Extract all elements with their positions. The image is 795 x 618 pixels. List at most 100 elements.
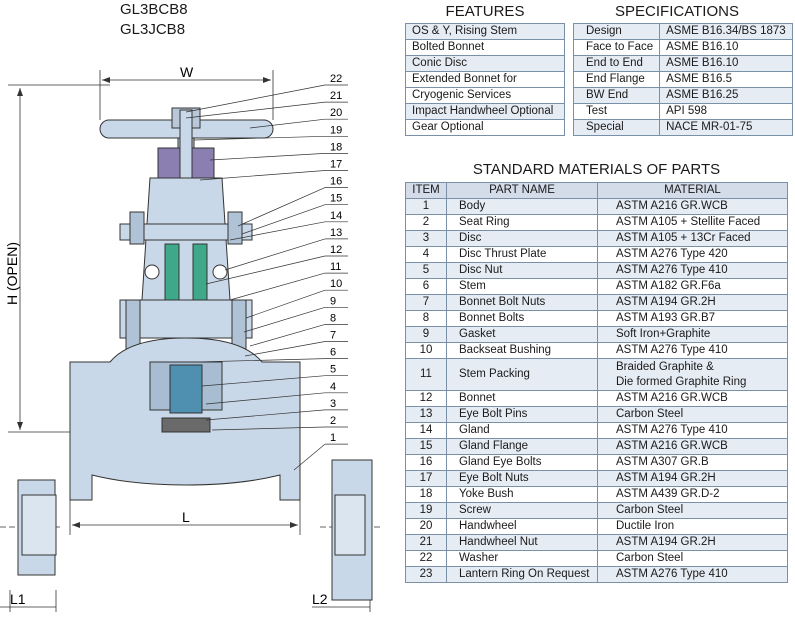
item-number: 21 — [405, 534, 447, 551]
callout-label: 3 — [330, 398, 336, 410]
part-name: Gasket — [446, 326, 598, 343]
material-line-2: Die formed Graphite Ring — [616, 375, 747, 388]
features-table: OS & Y, Rising Stem Bolted Bonnet Conic … — [405, 23, 565, 136]
item-number: 11 — [405, 358, 447, 391]
part-name: Screw — [446, 502, 598, 519]
valve-drawing: W H (OPEN) L L1 L2 — [0, 64, 380, 612]
feature-item: Bolted Bonnet — [405, 39, 565, 56]
callout-label: 19 — [330, 124, 342, 136]
item-number: 10 — [405, 342, 447, 359]
header-part-name: PART NAME — [446, 182, 598, 199]
part-name: Backseat Bushing — [446, 342, 598, 359]
callout-leader — [249, 118, 326, 129]
part-name: Gland Eye Bolts — [446, 454, 598, 471]
material: Braided Graphite & Die formed Graphite Ri… — [597, 358, 788, 391]
feature-item: Conic Disc — [405, 55, 565, 72]
item-number: 18 — [405, 486, 447, 503]
material: Carbon Steel — [597, 550, 788, 567]
callout-leader — [195, 358, 326, 363]
feature-item: Extended Bonnet for — [405, 71, 565, 88]
specifications-title: SPECIFICATIONS — [615, 3, 739, 20]
material: ASTM A193 GR.B7 — [597, 310, 788, 327]
material-line-1: Braided Graphite & — [616, 360, 714, 373]
material: ASTM A276 Type 410 — [597, 566, 788, 583]
material: ASTM A194 GR.2H — [597, 470, 788, 487]
callout-leader — [185, 84, 326, 113]
part-name: Bonnet Bolts — [446, 310, 598, 327]
item-number: 5 — [405, 262, 447, 279]
spec-value: NACE MR-01-75 — [659, 119, 793, 136]
material: ASTM A276 Type 410 — [597, 262, 788, 279]
callout-leader — [209, 153, 326, 161]
item-number: 8 — [405, 310, 447, 327]
spec-key: End Flange — [572, 71, 661, 88]
callout-leader — [245, 289, 326, 319]
item-number: 16 — [405, 454, 447, 471]
callout-leader — [193, 135, 326, 141]
part-name: Disc Thrust Plate — [446, 246, 598, 263]
item-number: 2 — [405, 214, 447, 231]
callout-label: 12 — [330, 244, 342, 256]
material: ASTM A182 GR.F6a — [597, 278, 788, 295]
spec-value: ASME B16.10 — [659, 55, 793, 72]
callout-leader — [185, 101, 326, 119]
part-name: Washer — [446, 550, 598, 567]
part-name: Stem Packing — [446, 358, 598, 391]
part-name: Handwheel Nut — [446, 534, 598, 551]
spec-key: BW End — [572, 87, 661, 104]
dim-w-label: W — [180, 64, 194, 80]
callout-label: 7 — [330, 330, 336, 342]
callout-label: 21 — [330, 90, 342, 102]
item-number: 9 — [405, 326, 447, 343]
item-number: 23 — [405, 566, 447, 583]
dim-l1-label: L1 — [10, 591, 26, 607]
feature-item: OS & Y, Rising Stem — [405, 23, 565, 40]
callout-label: 11 — [330, 261, 341, 273]
part-name: Stem — [446, 278, 598, 295]
dim-l-label: L — [182, 509, 190, 525]
callout-leader — [243, 306, 326, 333]
spec-key: Special — [572, 119, 661, 136]
callout-label: 17 — [330, 159, 342, 171]
callout-label: 15 — [330, 193, 342, 205]
part-name: Bonnet — [446, 390, 598, 407]
callout-leader — [249, 324, 326, 347]
part-name: Seat Ring — [446, 214, 598, 231]
item-number: 19 — [405, 502, 447, 519]
feature-item: Gear Optional — [405, 119, 565, 136]
part-name: Handwheel — [446, 518, 598, 535]
features-title: FEATURES — [445, 3, 525, 20]
item-number: 13 — [405, 406, 447, 423]
item-number: 14 — [405, 422, 447, 439]
part-name: Gland Flange — [446, 438, 598, 455]
spec-value: ASME B16.10 — [659, 39, 793, 56]
spec-key: End to End — [572, 55, 661, 72]
callout-label: 16 — [330, 176, 342, 188]
callout-label: 8 — [330, 312, 336, 324]
callout-label: 13 — [330, 227, 342, 239]
callout-leader — [205, 409, 326, 421]
material: Carbon Steel — [597, 406, 788, 423]
spec-value: ASME B16.25 — [659, 87, 793, 104]
feature-item: Impact Handwheel Optional — [405, 103, 565, 120]
spec-key: Design — [572, 23, 661, 40]
material: ASTM A194 GR.2H — [597, 294, 788, 311]
spec-value: ASME B16.34/BS 1873 — [659, 23, 793, 40]
